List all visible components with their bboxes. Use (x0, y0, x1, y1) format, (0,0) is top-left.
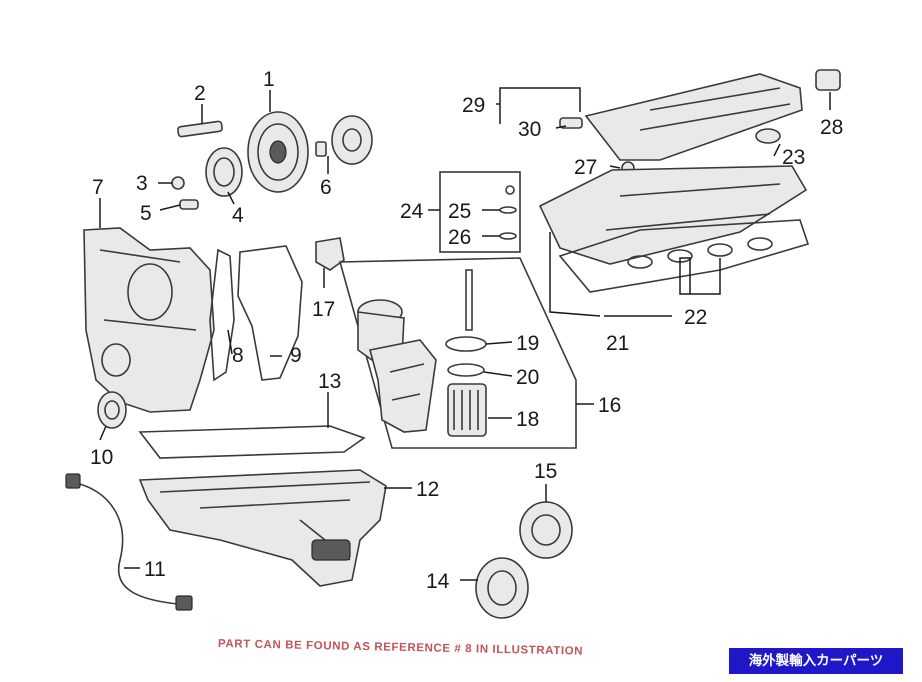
callout-28: 28 (820, 116, 843, 139)
callout-16: 16 (598, 394, 621, 417)
callout-30: 30 (518, 118, 541, 141)
callout-labels: 1 2 3 4 5 6 7 8 9 10 11 12 13 14 15 16 1… (90, 68, 843, 593)
part-seal (97, 391, 127, 429)
part-clip (315, 237, 345, 271)
part-sensor-wire (65, 473, 193, 611)
callout-13: 13 (318, 370, 341, 393)
part-crank-pulley (247, 111, 309, 193)
part-oring-20 (447, 363, 485, 377)
callout-25: 25 (448, 200, 471, 223)
callout-14: 14 (426, 570, 450, 593)
callout-10: 10 (90, 446, 113, 469)
part-gasket-8 (209, 248, 235, 382)
callout-29: 29 (462, 94, 485, 117)
part-sprocket (315, 115, 373, 165)
part-seal-23 (755, 128, 781, 144)
callout-2: 2 (194, 82, 206, 105)
leader-lines (99, 87, 831, 581)
callout-5: 5 (140, 202, 152, 225)
part-seal-carrier (519, 501, 573, 559)
part-seal-25 (499, 206, 517, 214)
part-timing-cover (83, 227, 215, 413)
part-seal-26 (499, 232, 517, 240)
callout-27: 27 (574, 156, 597, 179)
callout-19: 19 (516, 332, 539, 355)
part-filter-housing (357, 299, 437, 433)
part-filter-rod (465, 269, 473, 331)
part-oil-pan (138, 469, 387, 587)
part-pan-gasket (138, 425, 366, 459)
callout-4: 4 (232, 204, 244, 227)
callout-12: 12 (416, 478, 439, 501)
group-24-box (439, 171, 521, 253)
callout-6: 6 (320, 176, 332, 199)
callout-7: 7 (92, 176, 104, 199)
shop-badge: 海外製輸入カーパーツ (729, 648, 903, 674)
callout-8: 8 (232, 344, 244, 367)
part-washer (505, 185, 515, 195)
callout-18: 18 (516, 408, 539, 431)
callout-9: 9 (290, 344, 302, 367)
callout-20: 20 (516, 366, 539, 389)
part-oring-19 (445, 336, 487, 352)
part-valve-cover (538, 165, 808, 265)
callout-1: 1 (263, 68, 275, 91)
part-idler-pulley (205, 147, 243, 197)
callout-21: 21 (606, 332, 629, 355)
part-bolt (177, 120, 223, 138)
callout-11: 11 (144, 558, 166, 581)
part-sensor-bolt (179, 199, 199, 210)
callout-3: 3 (136, 172, 148, 195)
callout-17: 17 (312, 298, 335, 321)
callout-26: 26 (448, 226, 471, 249)
part-engine-cover (584, 73, 803, 161)
part-gasket-9 (237, 245, 303, 381)
callout-24: 24 (400, 200, 424, 223)
part-oil-filter (447, 383, 487, 437)
part-rear-seal (475, 557, 529, 619)
callout-15: 15 (534, 460, 557, 483)
callout-22: 22 (684, 306, 707, 329)
part-small-bolt (171, 176, 185, 190)
part-cap-28 (815, 69, 841, 91)
callout-23: 23 (782, 146, 805, 169)
